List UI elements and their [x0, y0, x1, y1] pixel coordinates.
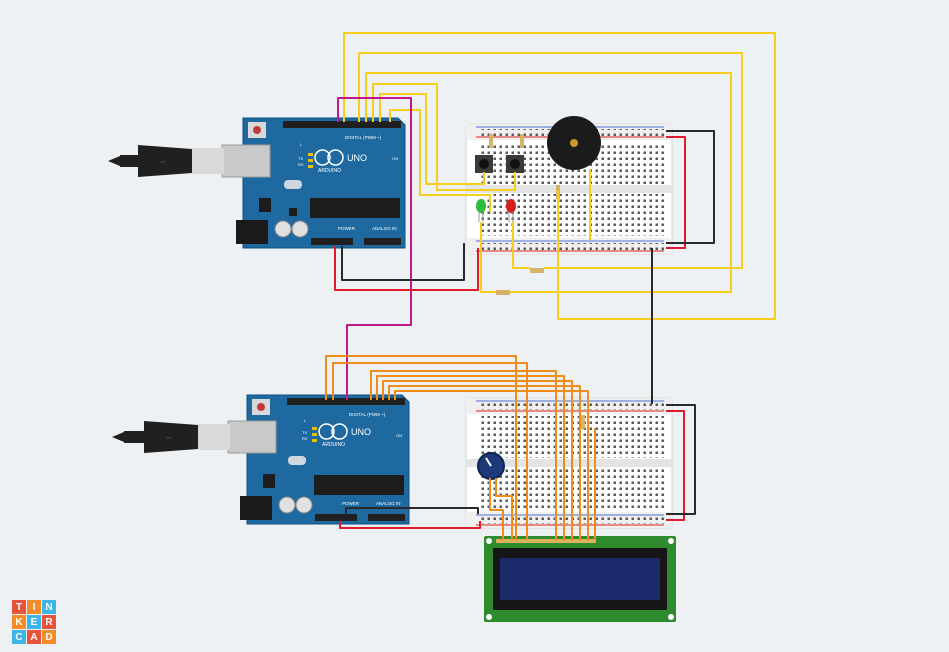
logo-letter: K — [12, 615, 26, 629]
logo-letter: A — [27, 630, 41, 644]
potentiometer[interactable] — [477, 452, 505, 480]
usb-cable-bottom[interactable]: ⎓ — [112, 420, 277, 454]
analog-label: ANALOG IN — [376, 501, 401, 506]
power-header — [315, 514, 357, 521]
lcd-screen — [500, 558, 660, 600]
rx-label: RX — [298, 162, 304, 167]
atmega-chip — [314, 475, 404, 495]
power-label: POWER — [338, 226, 356, 231]
logo-letter: N — [42, 600, 56, 614]
pushbutton-1[interactable] — [475, 155, 493, 173]
tx-label: TX — [298, 156, 303, 161]
logo-letter: D — [42, 630, 56, 644]
led-red[interactable] — [506, 199, 516, 222]
piezo-buzzer[interactable] — [547, 116, 601, 170]
analog-label: ANALOG IN — [372, 226, 397, 231]
wires[interactable] — [325, 32, 776, 540]
tx-label: TX — [302, 430, 307, 435]
digital-header — [283, 121, 401, 128]
usb-icon: ⎓ — [166, 435, 172, 442]
digital-label: DIGITAL (PWM ~) — [345, 135, 382, 140]
digital-label: DIGITAL (PWM ~) — [349, 412, 386, 417]
arduino-uno-top[interactable]: DIGITAL (PWM ~) UNO ARDUINO TX RX ON L P… — [236, 117, 406, 249]
atmega-chip — [310, 198, 400, 218]
model-label: UNO — [347, 153, 367, 163]
lcd-16x2[interactable] — [484, 536, 676, 622]
logo-letter: I — [27, 600, 41, 614]
arduino-uno-bottom[interactable]: DIGITAL (PWM ~) UNO ARDUINO TX RX ON L P… — [240, 394, 410, 525]
led-green[interactable] — [476, 199, 486, 222]
power-label: POWER — [342, 501, 360, 506]
usb-icon: ⎓ — [160, 159, 166, 166]
usb-cable-top[interactable]: ⎓ — [108, 144, 271, 178]
power-jack — [236, 220, 268, 244]
digital-header — [287, 398, 405, 405]
analog-header — [368, 514, 405, 521]
logo-letter: R — [42, 615, 56, 629]
arduino-logo-icon — [318, 423, 335, 440]
on-label: ON — [392, 156, 398, 161]
l-label: L — [300, 142, 303, 147]
model-label: UNO — [351, 427, 371, 437]
tinkercad-logo: T I N K E R C A D — [12, 600, 56, 644]
logo-letter: E — [27, 615, 41, 629]
brand-label: ARDUINO — [318, 168, 341, 174]
power-jack — [240, 496, 272, 520]
rx-label: RX — [302, 436, 308, 441]
logo-letter: C — [12, 630, 26, 644]
l-label: L — [304, 418, 307, 423]
logo-letter: T — [12, 600, 26, 614]
analog-header — [364, 238, 401, 245]
pushbutton-2[interactable] — [506, 155, 524, 173]
on-label: ON — [396, 433, 402, 438]
brand-label: ARDUINO — [322, 442, 345, 448]
power-header — [311, 238, 353, 245]
arduino-logo-icon — [314, 149, 331, 166]
